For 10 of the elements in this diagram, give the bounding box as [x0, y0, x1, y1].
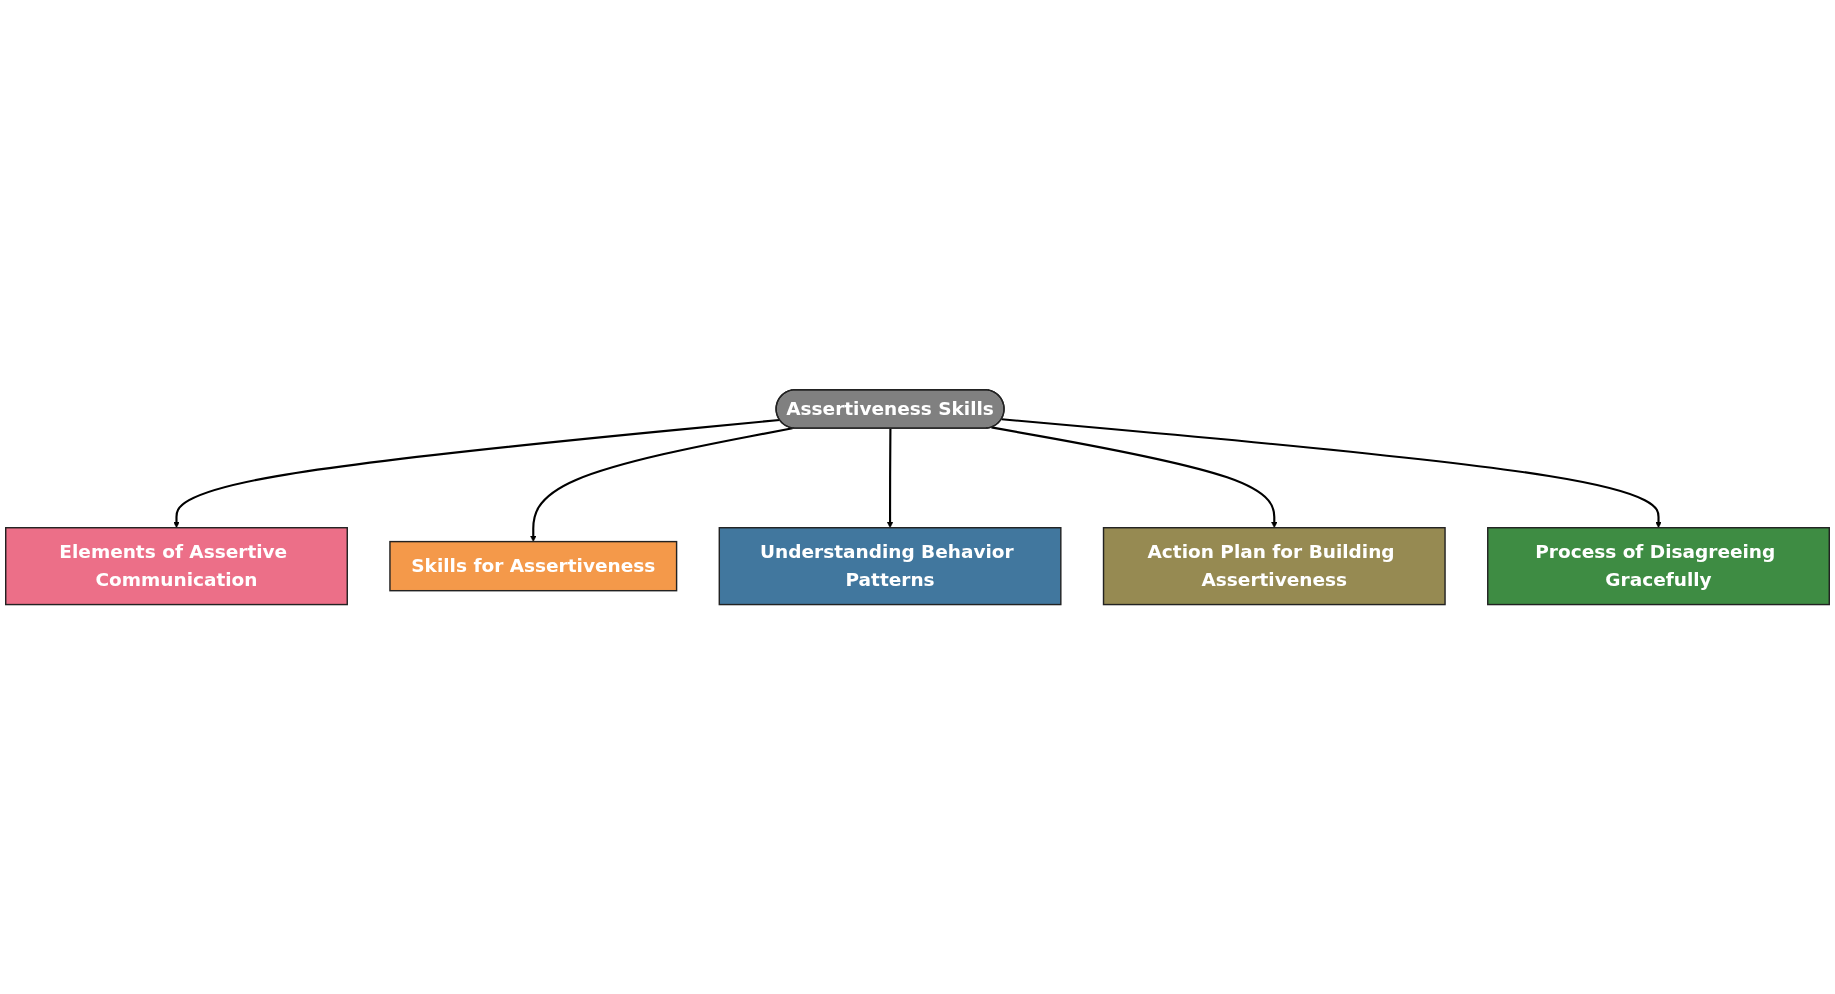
- node-box: Understanding Behavior Patterns: [718, 526, 1062, 606]
- arrow: [173, 418, 780, 528]
- node-box: Process of Disagreeing Gracefully: [1487, 526, 1830, 606]
- arrow: [530, 427, 793, 542]
- node-box: Action Plan for Building Assertiveness: [1102, 526, 1446, 606]
- node-box: Elements of Assertive Communication: [5, 526, 348, 606]
- arrow: [886, 428, 894, 528]
- node-box: Skills for Assertiveness: [389, 540, 678, 592]
- arrow: [1001, 418, 1662, 528]
- arrow: [991, 426, 1278, 528]
